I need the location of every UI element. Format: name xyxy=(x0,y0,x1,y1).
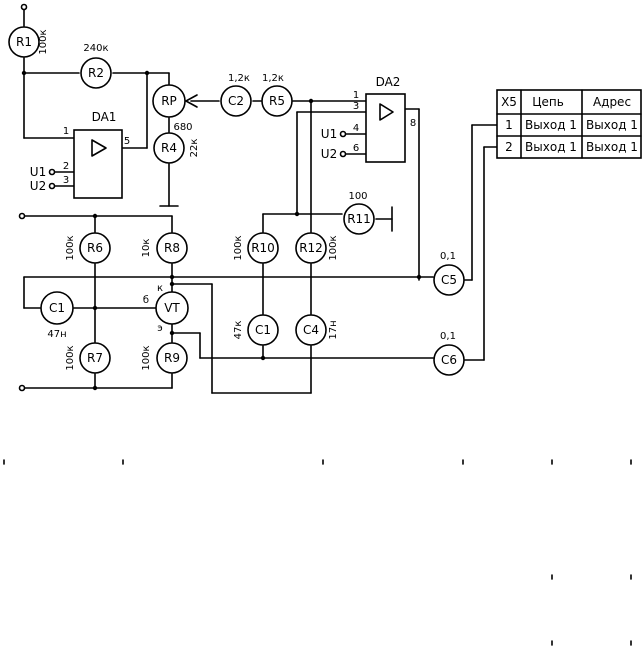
svg-text:0,1: 0,1 xyxy=(440,331,456,342)
svg-text:Выход 1: Выход 1 xyxy=(586,118,638,132)
svg-text:к: к xyxy=(157,283,163,294)
svg-text:R12: R12 xyxy=(299,241,323,255)
svg-text:47к: 47к xyxy=(233,321,244,340)
svg-text:U2: U2 xyxy=(321,147,337,161)
component-R5: R5 1,2к xyxy=(261,73,293,117)
component-R4: R4 22к xyxy=(153,132,200,164)
svg-text:100к: 100к xyxy=(233,235,244,260)
component-RP: RP 680 xyxy=(152,84,198,133)
svg-text:RP: RP xyxy=(161,94,177,108)
svg-text:240к: 240к xyxy=(83,43,108,54)
component-R11: R11 100 xyxy=(343,191,375,235)
component-R10: R10 100к xyxy=(233,232,279,264)
margin-tick-marks xyxy=(3,459,632,646)
svg-text:100к: 100к xyxy=(65,345,76,370)
svg-text:C2: C2 xyxy=(228,94,244,108)
svg-text:Выход 1: Выход 1 xyxy=(525,140,577,154)
svg-text:1: 1 xyxy=(505,118,513,132)
component-VT: VT б к э xyxy=(143,283,189,334)
svg-text:680: 680 xyxy=(173,122,192,133)
svg-text:47н: 47н xyxy=(47,329,66,340)
svg-text:Выход 1: Выход 1 xyxy=(586,140,638,154)
svg-text:6: 6 xyxy=(353,143,359,154)
component-C1-left: C1 47н xyxy=(40,291,74,340)
svg-text:0,1: 0,1 xyxy=(440,251,456,262)
wires xyxy=(23,8,498,394)
component-R12: R12 100к xyxy=(295,232,339,264)
svg-text:R11: R11 xyxy=(347,212,371,226)
svg-text:10к: 10к xyxy=(141,239,152,258)
svg-text:R9: R9 xyxy=(164,351,180,365)
svg-text:8: 8 xyxy=(410,118,416,129)
svg-text:100к: 100к xyxy=(328,235,339,260)
svg-text:VT: VT xyxy=(164,301,180,315)
svg-text:Выход 1: Выход 1 xyxy=(525,118,577,132)
svg-text:17н: 17н xyxy=(328,320,339,339)
svg-text:1,2к: 1,2к xyxy=(228,73,250,84)
svg-text:1: 1 xyxy=(353,90,359,101)
svg-text:100к: 100к xyxy=(65,235,76,260)
svg-text:R7: R7 xyxy=(87,351,103,365)
component-C5: C5 0,1 xyxy=(433,251,465,296)
svg-text:4: 4 xyxy=(353,123,359,134)
svg-text:X5: X5 xyxy=(501,95,517,109)
component-C6: C6 0,1 xyxy=(433,331,465,376)
component-C2: C2 1,2к xyxy=(220,73,252,117)
svg-text:R4: R4 xyxy=(161,141,177,155)
svg-text:2: 2 xyxy=(505,140,513,154)
connector-table-x5: X5 Цепь Адрес 1 Выход 1 Выход 1 2 Выход … xyxy=(496,89,642,159)
svg-text:100к: 100к xyxy=(141,345,152,370)
opamp-DA2: DA2 1 3 4 6 8 U1 U2 xyxy=(321,75,416,163)
opamp-DA1: DA1 1 2 3 5 U1 U2 xyxy=(30,110,130,199)
svg-text:1: 1 xyxy=(63,126,69,137)
svg-text:1,2к: 1,2к xyxy=(262,73,284,84)
svg-text:100: 100 xyxy=(348,191,367,202)
svg-text:C6: C6 xyxy=(441,353,457,367)
svg-text:U1: U1 xyxy=(30,165,46,179)
svg-text:Адрес: Адрес xyxy=(593,95,631,109)
svg-text:R5: R5 xyxy=(269,94,285,108)
svg-text:C1: C1 xyxy=(49,301,65,315)
svg-text:R6: R6 xyxy=(87,241,103,255)
terminals xyxy=(18,3,347,392)
component-R8: R8 10к xyxy=(141,232,188,264)
junctions xyxy=(21,70,422,391)
component-R2: R2 240к xyxy=(80,43,112,89)
svg-text:DA1: DA1 xyxy=(92,110,117,124)
svg-text:U2: U2 xyxy=(30,179,46,193)
svg-text:Цепь: Цепь xyxy=(532,95,564,109)
svg-text:5: 5 xyxy=(124,136,130,147)
svg-text:U1: U1 xyxy=(321,127,337,141)
svg-text:C5: C5 xyxy=(441,273,457,287)
svg-text:2: 2 xyxy=(63,161,69,172)
component-R6: R6 100к xyxy=(65,232,111,264)
svg-text:C4: C4 xyxy=(303,323,319,337)
svg-text:э: э xyxy=(157,323,163,334)
svg-text:3: 3 xyxy=(353,101,359,112)
svg-text:R10: R10 xyxy=(251,241,275,255)
svg-text:R2: R2 xyxy=(88,66,104,80)
component-R9: R9 100к xyxy=(141,342,188,374)
svg-text:22к: 22к xyxy=(189,139,200,158)
component-R1: R1 100к xyxy=(8,26,49,58)
component-C4: C4 17н xyxy=(295,314,339,346)
svg-text:3: 3 xyxy=(63,175,69,186)
svg-text:DA2: DA2 xyxy=(376,75,401,89)
component-C1-right: C1 47к xyxy=(233,314,279,346)
svg-text:б: б xyxy=(143,295,149,306)
svg-text:100к: 100к xyxy=(38,29,49,54)
svg-text:R8: R8 xyxy=(164,241,180,255)
svg-text:R1: R1 xyxy=(16,35,32,49)
svg-text:C1: C1 xyxy=(255,323,271,337)
component-R7: R7 100к xyxy=(65,342,111,374)
